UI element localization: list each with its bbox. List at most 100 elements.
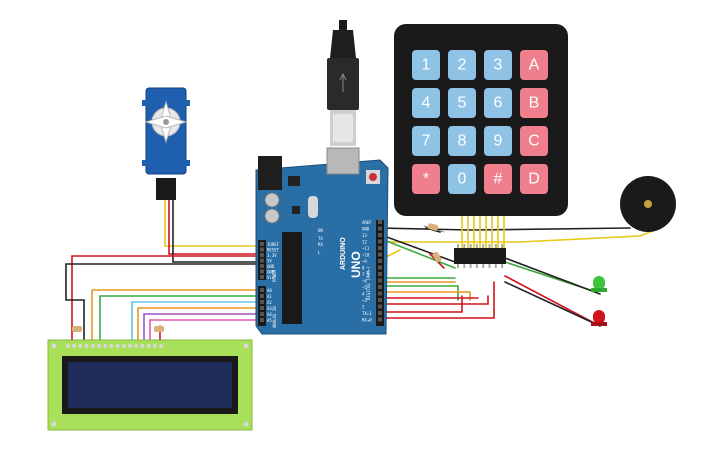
power-jack: [258, 156, 282, 190]
wire-buzzer-gnd: [379, 227, 631, 231]
keypad-key-star[interactable]: *: [412, 164, 440, 194]
wire-lcd-a5: [149, 319, 263, 343]
power-pin[interactable]: [260, 242, 264, 246]
digital-pin[interactable]: [378, 246, 382, 250]
keypad-key-4[interactable]: 4: [412, 88, 440, 118]
atmega-chip: [282, 232, 302, 324]
digital-pin-label: 8: [362, 266, 365, 271]
rx-label: RX: [318, 242, 323, 247]
analog-pin[interactable]: [260, 294, 264, 298]
keypad-key-label: 1: [422, 57, 431, 74]
keypad-key-0[interactable]: 0: [448, 164, 476, 194]
lcd-pin[interactable]: [66, 344, 70, 348]
keypad-key-D[interactable]: D: [520, 164, 548, 194]
digital-pin[interactable]: [378, 239, 382, 244]
digital-pin[interactable]: [378, 220, 382, 224]
keypad-key-B[interactable]: B: [520, 88, 548, 118]
keypad-key-label: C: [528, 133, 540, 150]
wire-servo-gnd: [172, 197, 263, 263]
digital-pin[interactable]: [378, 311, 382, 315]
power-pin-label: RESET: [267, 248, 280, 253]
keypad-key-3[interactable]: 3: [484, 50, 512, 80]
lcd-pin[interactable]: [72, 344, 77, 348]
digital-pin-label: ~5: [362, 285, 367, 290]
capacitor-2: [264, 208, 280, 224]
keypad-key-label: #: [494, 171, 503, 188]
lcd-pin[interactable]: [140, 344, 145, 348]
digital-pin-label: 12: [362, 240, 367, 245]
power-pin[interactable]: [260, 275, 264, 279]
digital-pin[interactable]: [378, 233, 382, 237]
lcd-pin[interactable]: [78, 344, 83, 348]
power-pin-label: Vin: [267, 275, 275, 280]
lcd-pin[interactable]: [128, 344, 132, 348]
keypad-key-C[interactable]: C: [520, 126, 548, 156]
digital-pin[interactable]: [378, 272, 382, 276]
keypad-key-2[interactable]: 2: [448, 50, 476, 80]
power-pin[interactable]: [260, 269, 264, 274]
keypad-key-7[interactable]: 7: [412, 126, 440, 156]
digital-pin-label: ~10: [362, 253, 370, 258]
power-pin[interactable]: [260, 247, 264, 252]
power-pin-label: IOREF: [267, 242, 280, 247]
analog-pin[interactable]: [260, 306, 264, 310]
analog-pin[interactable]: [260, 312, 264, 316]
keypad-key-1[interactable]: 1: [412, 50, 440, 80]
lcd-pin[interactable]: [134, 344, 139, 348]
digital-pin[interactable]: [378, 252, 382, 257]
lcd-pin[interactable]: [97, 344, 101, 348]
keypad-key-8[interactable]: 8: [448, 126, 476, 156]
keypad-key-6[interactable]: 6: [484, 88, 512, 118]
digital-pin-label: 4: [362, 292, 365, 297]
lcd-pin[interactable]: [109, 344, 114, 348]
digital-pin[interactable]: [378, 291, 382, 296]
digital-pin[interactable]: [378, 259, 382, 263]
ic-chip: [454, 244, 506, 268]
wire-lcd-gnd: [65, 263, 263, 343]
arduino-uno-board: ARDUINO UNO ON TX RX L POWER ANALOG IN D…: [255, 147, 389, 335]
lcd-pin[interactable]: [90, 344, 95, 348]
analog-label: ANALOG IN: [272, 306, 277, 328]
lcd-pin[interactable]: [115, 344, 120, 348]
power-pin[interactable]: [260, 253, 264, 257]
lcd-pin[interactable]: [84, 344, 89, 348]
keypad-key-A[interactable]: A: [520, 50, 548, 80]
digital-pin[interactable]: [378, 285, 382, 289]
keypad-key-label: 8: [458, 133, 467, 150]
lcd-pin[interactable]: [152, 344, 157, 348]
keypad-key-label: A: [529, 57, 540, 74]
analog-pin[interactable]: [260, 300, 264, 304]
piezo-buzzer: [620, 176, 676, 232]
keypad-key-9[interactable]: 9: [484, 126, 512, 156]
digital-pin[interactable]: [378, 304, 382, 309]
wire-d1: [383, 281, 495, 319]
red-led: [591, 310, 607, 326]
digital-pin[interactable]: [378, 226, 382, 231]
power-pin[interactable]: [260, 258, 264, 263]
lcd-pin[interactable]: [159, 344, 163, 348]
wire-d3: [383, 295, 489, 305]
keypad-key-label: 4: [422, 95, 431, 112]
analog-pin-label: A5: [267, 318, 272, 323]
digital-pin[interactable]: [378, 278, 382, 283]
keypad-key-5[interactable]: 5: [448, 88, 476, 118]
analog-pin[interactable]: [260, 318, 264, 322]
wire-buzzer-signal: [374, 227, 661, 243]
lcd-pin[interactable]: [121, 344, 126, 348]
digital-pin[interactable]: [378, 298, 382, 302]
analog-pin[interactable]: [260, 288, 264, 292]
wire-d6: [383, 285, 459, 301]
digital-pin[interactable]: [378, 265, 382, 270]
digital-pin-label: ~9: [362, 259, 367, 264]
lcd-pin[interactable]: [103, 344, 108, 348]
power-pin[interactable]: [260, 264, 264, 268]
keypad-key-hash[interactable]: #: [484, 164, 512, 194]
usb-cable: [327, 20, 359, 146]
keypad-key-label: 5: [458, 95, 467, 112]
lcd-pin[interactable]: [146, 344, 151, 348]
lcd-screen: [68, 362, 232, 408]
digital-pin[interactable]: [378, 317, 382, 322]
power-pin-label: 5V: [267, 259, 272, 264]
